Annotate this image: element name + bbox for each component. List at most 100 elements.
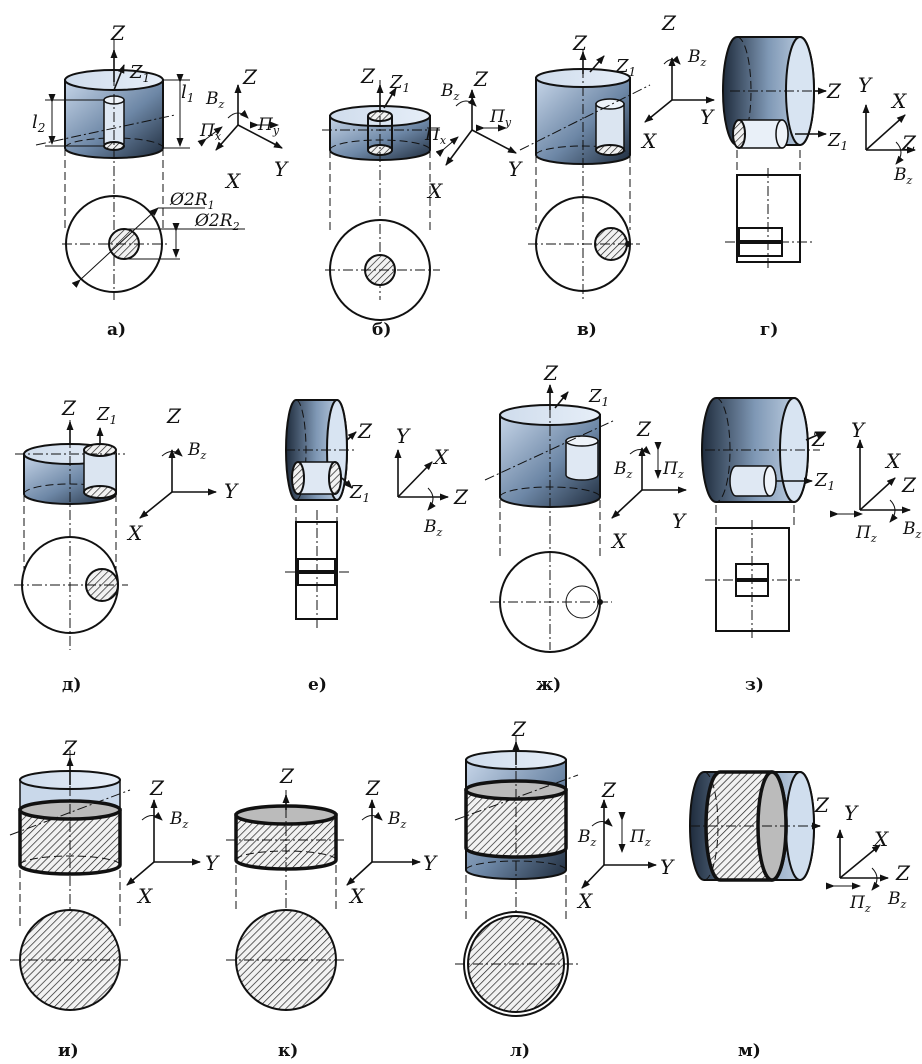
z1-main: Z [588,386,602,407]
label-z-m: Z [814,793,830,817]
label-y-k: Y [423,851,438,875]
label-x-a: X [224,169,241,193]
panel-b [322,80,517,321]
label-z1-z: Z1 [814,470,835,493]
bz-main: B [387,809,401,829]
px-sub: x [440,134,447,147]
panel-e [285,399,449,630]
label-z-zh-cs: Z [636,417,652,441]
label-x-k: X [348,884,365,908]
l1-sub: 1 [187,91,195,105]
z1-sub: 1 [143,71,151,85]
caption-k: к) [278,1041,298,1061]
label-pz-l: Пz [629,827,651,849]
z1-main: Z [615,56,629,77]
label-z-k: Z [279,764,295,788]
bz-sub: z [700,56,707,69]
pz-sub: z [677,468,684,481]
label-z1-e: Z1 [349,482,370,505]
label-z1-g: Z1 [827,130,848,153]
label-x-d: X [126,521,143,545]
label-bz-i: Bz [169,809,189,831]
d1-sub: 1 [208,199,215,212]
label-z-m-cs: Z [895,861,911,885]
panel-a [35,40,283,300]
bz-sub: z [626,468,633,481]
bz-main: B [577,827,591,847]
label-y-l: Y [660,855,675,879]
z1-sub: 1 [629,65,637,79]
bz-sub: z [453,90,460,103]
z1-sub: 1 [602,395,610,409]
label-l1: l1 [181,82,194,105]
bz-sub: z [590,836,597,849]
panel-z [701,397,911,640]
z1-main: Z [827,130,841,151]
label-pz-m: Пz [849,893,871,915]
label-z-a-cs: Z [242,65,258,89]
label-z-v: Z [572,31,588,55]
z1-main: Z [389,72,403,93]
py-sub: y [504,116,512,129]
label-y-b: Y [508,157,523,181]
label-z-d: Z [61,396,77,420]
panel-v [519,50,715,300]
bz-main: B [613,459,627,479]
label-x-e: X [432,445,449,469]
label-y-g: Y [858,73,873,97]
z1-sub: 1 [403,81,411,95]
label-z-v-cs: Z [661,11,677,35]
label-z-i-cs: Z [149,776,165,800]
caption-z: з) [745,675,764,695]
caption-e: е) [308,675,327,695]
caption-b: б) [372,320,391,340]
label-z-b: Z [360,64,376,88]
label-z1-d: Z1 [96,404,117,427]
label-y-z: Y [851,418,866,442]
pz-main: П [662,459,679,479]
label-z-e-cs: Z [453,485,469,509]
label-bz-z: Bz [902,519,922,541]
label-d2: Ø2R2 [194,211,240,233]
px-main: П [199,121,216,141]
caption-d: д) [62,675,81,695]
label-z-d-cs: Z [166,404,182,428]
label-y-m: Y [844,801,859,825]
caption-a: а) [107,320,126,340]
label-l2: l2 [32,112,45,135]
label-bz-zh: Bz [613,459,633,481]
label-x-m: X [872,827,889,851]
pz-sub: z [870,532,877,545]
label-z1-a: Z1 [129,62,150,85]
label-z-e: Z [357,419,373,443]
bz-sub: z [200,449,207,462]
z1-main: Z [129,62,143,83]
label-pz-zh: Пz [662,459,684,481]
label-z-l: Z [511,717,527,741]
z1-sub: 1 [110,413,118,427]
label-z1-b: Z1 [389,72,410,95]
bz-main: B [423,517,437,537]
bz-main: B [169,809,183,829]
label-bz-g: Bz [893,165,913,187]
label-pz-z: Пz [855,523,877,545]
pz-sub: z [864,902,871,915]
caption-m: м) [738,1041,761,1061]
label-px-a: Пx [199,121,222,143]
label-x-g: X [890,89,907,113]
label-z-zh: Z [543,361,559,385]
caption-g: г) [760,320,778,340]
panel-g [722,36,916,268]
panel-l [454,735,657,1017]
label-y-d: Y [224,479,239,503]
bz-sub: z [436,526,443,539]
px-sub: x [215,130,222,143]
label-z-k-cs: Z [365,776,381,800]
pz-main: П [855,523,872,543]
bz-main: B [902,519,916,539]
z1-sub: 1 [828,479,836,493]
label-z-i: Z [62,736,78,760]
bz-sub: z [218,98,225,111]
label-bz-e: Bz [423,517,443,539]
